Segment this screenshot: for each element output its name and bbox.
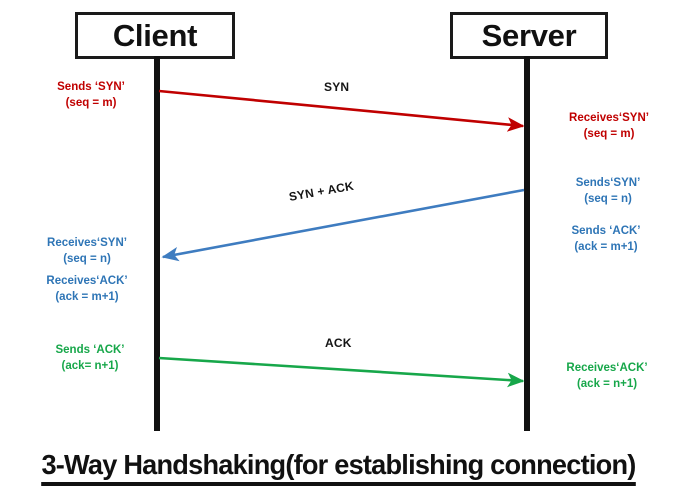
syn-arrow (158, 89, 525, 132)
diagram-title: 3-Way Handshaking(for establishing conne… (10, 449, 667, 486)
note-server-sends-syn: Sends‘SYN’ (seq = n) (548, 176, 668, 207)
note-line-2: (seq = m) (65, 96, 117, 109)
syn-arrow-label: SYN (324, 80, 350, 94)
note-server-receives-syn: Receives‘SYN’ (seq = m) (548, 111, 670, 142)
note-line-1: Sends ‘ACK’ (571, 225, 641, 237)
note-line-2: (seq = n) (63, 252, 111, 265)
note-server-sends-ack: Sends ‘ACK’ (ack = m+1) (544, 224, 668, 255)
note-line-3: Receives‘ACK’ (46, 275, 128, 287)
note-line-1: Receives‘SYN’ (47, 237, 127, 249)
note-line-1: Sends ‘ACK’ (55, 344, 125, 356)
note-line-2: (seq = m) (583, 127, 635, 140)
server-label: Server (481, 17, 577, 53)
note-line-2: (ack = n+1) (576, 377, 638, 390)
note-client-receives-syn-ack: Receives‘SYN’ (seq = n) Receives‘ACK’ (a… (22, 236, 152, 305)
server-lifeline (524, 56, 530, 431)
note-line-4: (ack = m+1) (55, 290, 119, 303)
client-endpoint-box: Client (75, 12, 235, 59)
note-line-1: Sends ‘SYN’ (57, 81, 125, 93)
note-line-1: Sends‘SYN’ (575, 177, 641, 189)
note-line-2: (ack= n+1) (61, 359, 119, 372)
client-lifeline (154, 56, 160, 431)
diagram-title-text: 3-Way Handshaking(for establishing conne… (41, 449, 636, 486)
note-line-1: Receives‘ACK’ (566, 362, 648, 374)
client-label: Client (112, 17, 198, 53)
ack-arrow (158, 356, 525, 388)
ack-arrow-label: ACK (325, 336, 352, 350)
note-line-1: Receives‘SYN’ (569, 112, 649, 124)
note-client-sends-syn: Sends ‘SYN’ (seq = m) (30, 80, 152, 111)
syn-ack-arrow (161, 188, 525, 262)
note-client-sends-ack: Sends ‘ACK’ (ack= n+1) (28, 343, 152, 374)
note-line-2: (seq = n) (584, 192, 632, 205)
note-line-2: (ack = m+1) (574, 240, 638, 253)
note-server-receives-ack: Receives‘ACK’ (ack = n+1) (544, 361, 670, 392)
